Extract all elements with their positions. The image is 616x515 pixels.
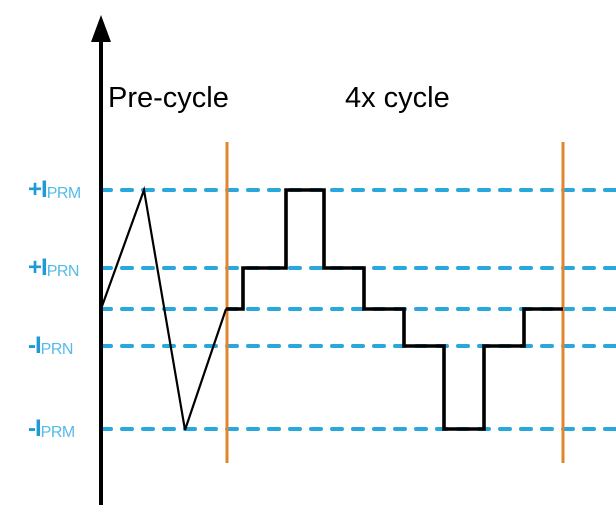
level-label-minus-iprm: -IPRM bbox=[28, 414, 75, 444]
threshold-lines bbox=[99, 188, 616, 431]
level-label-sub: PRM bbox=[40, 424, 76, 441]
level-label-main: -I bbox=[28, 415, 42, 442]
y-axis-arrow-icon bbox=[91, 15, 111, 42]
cycle-title: 4x cycle bbox=[345, 82, 450, 114]
y-axis bbox=[91, 15, 111, 505]
level-label-main: +I bbox=[28, 176, 48, 203]
level-label-minus-iprn: -IPRN bbox=[28, 331, 73, 361]
level-label-main: -I bbox=[28, 332, 42, 359]
level-label-sub: PRN bbox=[46, 263, 80, 280]
precycle-title: Pre-cycle bbox=[108, 82, 229, 114]
level-label-plus-iprm: +IPRM bbox=[28, 175, 81, 205]
cycle-waveform bbox=[226, 188, 563, 431]
level-label-sub: PRN bbox=[40, 341, 74, 358]
cycle-boundary-lines bbox=[225, 142, 565, 463]
level-label-sub: PRM bbox=[46, 185, 82, 202]
cycle-waveform-path bbox=[226, 188, 563, 431]
level-label-main: +I bbox=[28, 254, 48, 281]
precycle-waveform bbox=[99, 185, 228, 431]
precycle-waveform-path bbox=[99, 185, 228, 431]
level-label-plus-iprn: +IPRN bbox=[28, 253, 79, 283]
